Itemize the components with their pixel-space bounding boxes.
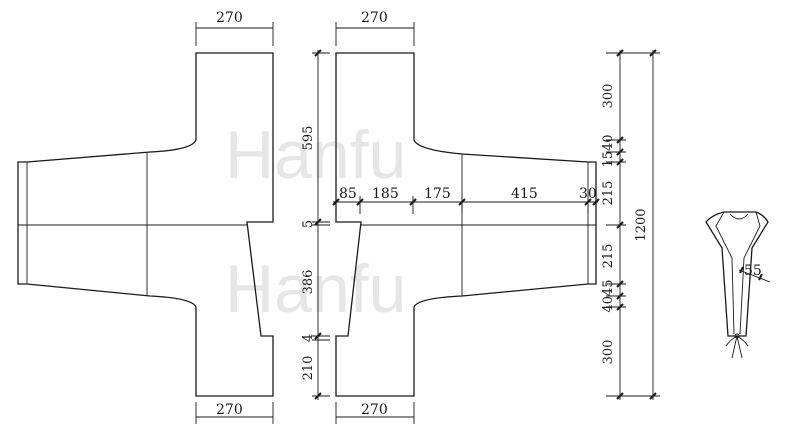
back-panel-outline [17,52,274,397]
dim-right-300-top: 300 [601,84,616,109]
width-dimensions: 270 270 270 270 [195,10,415,424]
dim-right-1200: 1200 [634,208,649,241]
collar-inner-left [715,211,735,335]
dim-h-185: 185 [372,186,399,202]
dim-h-30: 30 [579,186,597,202]
dim-h-415: 415 [511,186,538,202]
dim-left-4: 4 [301,334,316,342]
dim-left-5: 5 [301,220,316,228]
collar-tie-center [734,333,740,339]
dim-right-1540: 1540 [601,134,616,167]
dim-left-210: 210 [301,356,316,381]
dim-back-top-270: 270 [216,10,243,26]
horizontal-segment-dimensions: 85 185 175 415 30 [332,186,600,214]
front-panel-outline [335,52,597,397]
collar-inner-right [739,211,761,335]
dim-right-300-bottom: 300 [601,340,616,365]
watermark-top: Hanfu [225,117,406,193]
left-vertical-dimensions: 595 5 386 4 210 [301,49,330,400]
dim-right-4045: 4045 [601,279,616,312]
collar-outline [705,211,769,337]
dim-left-386: 386 [301,270,316,295]
back-panel [17,52,274,397]
front-panel [335,52,597,397]
collar-tie-knot [725,335,749,359]
right-vertical-dimensions: 300 1540 215 215 4045 300 1200 [601,49,660,400]
dim-front-top-270: 270 [361,10,388,26]
dim-h-85: 85 [339,186,357,202]
dim-left-595: 595 [301,126,316,151]
dim-right-215-top: 215 [601,181,616,206]
dim-back-bottom-270: 270 [216,402,243,418]
dim-right-215-bottom: 215 [601,244,616,269]
dim-collar-55: 55 [744,263,762,279]
dim-front-bottom-270: 270 [361,402,388,418]
collar-inner-guide [729,213,749,220]
collar-width-dim [738,269,771,283]
dim-h-175: 175 [424,186,451,202]
collar-piece: 55 [705,211,771,359]
